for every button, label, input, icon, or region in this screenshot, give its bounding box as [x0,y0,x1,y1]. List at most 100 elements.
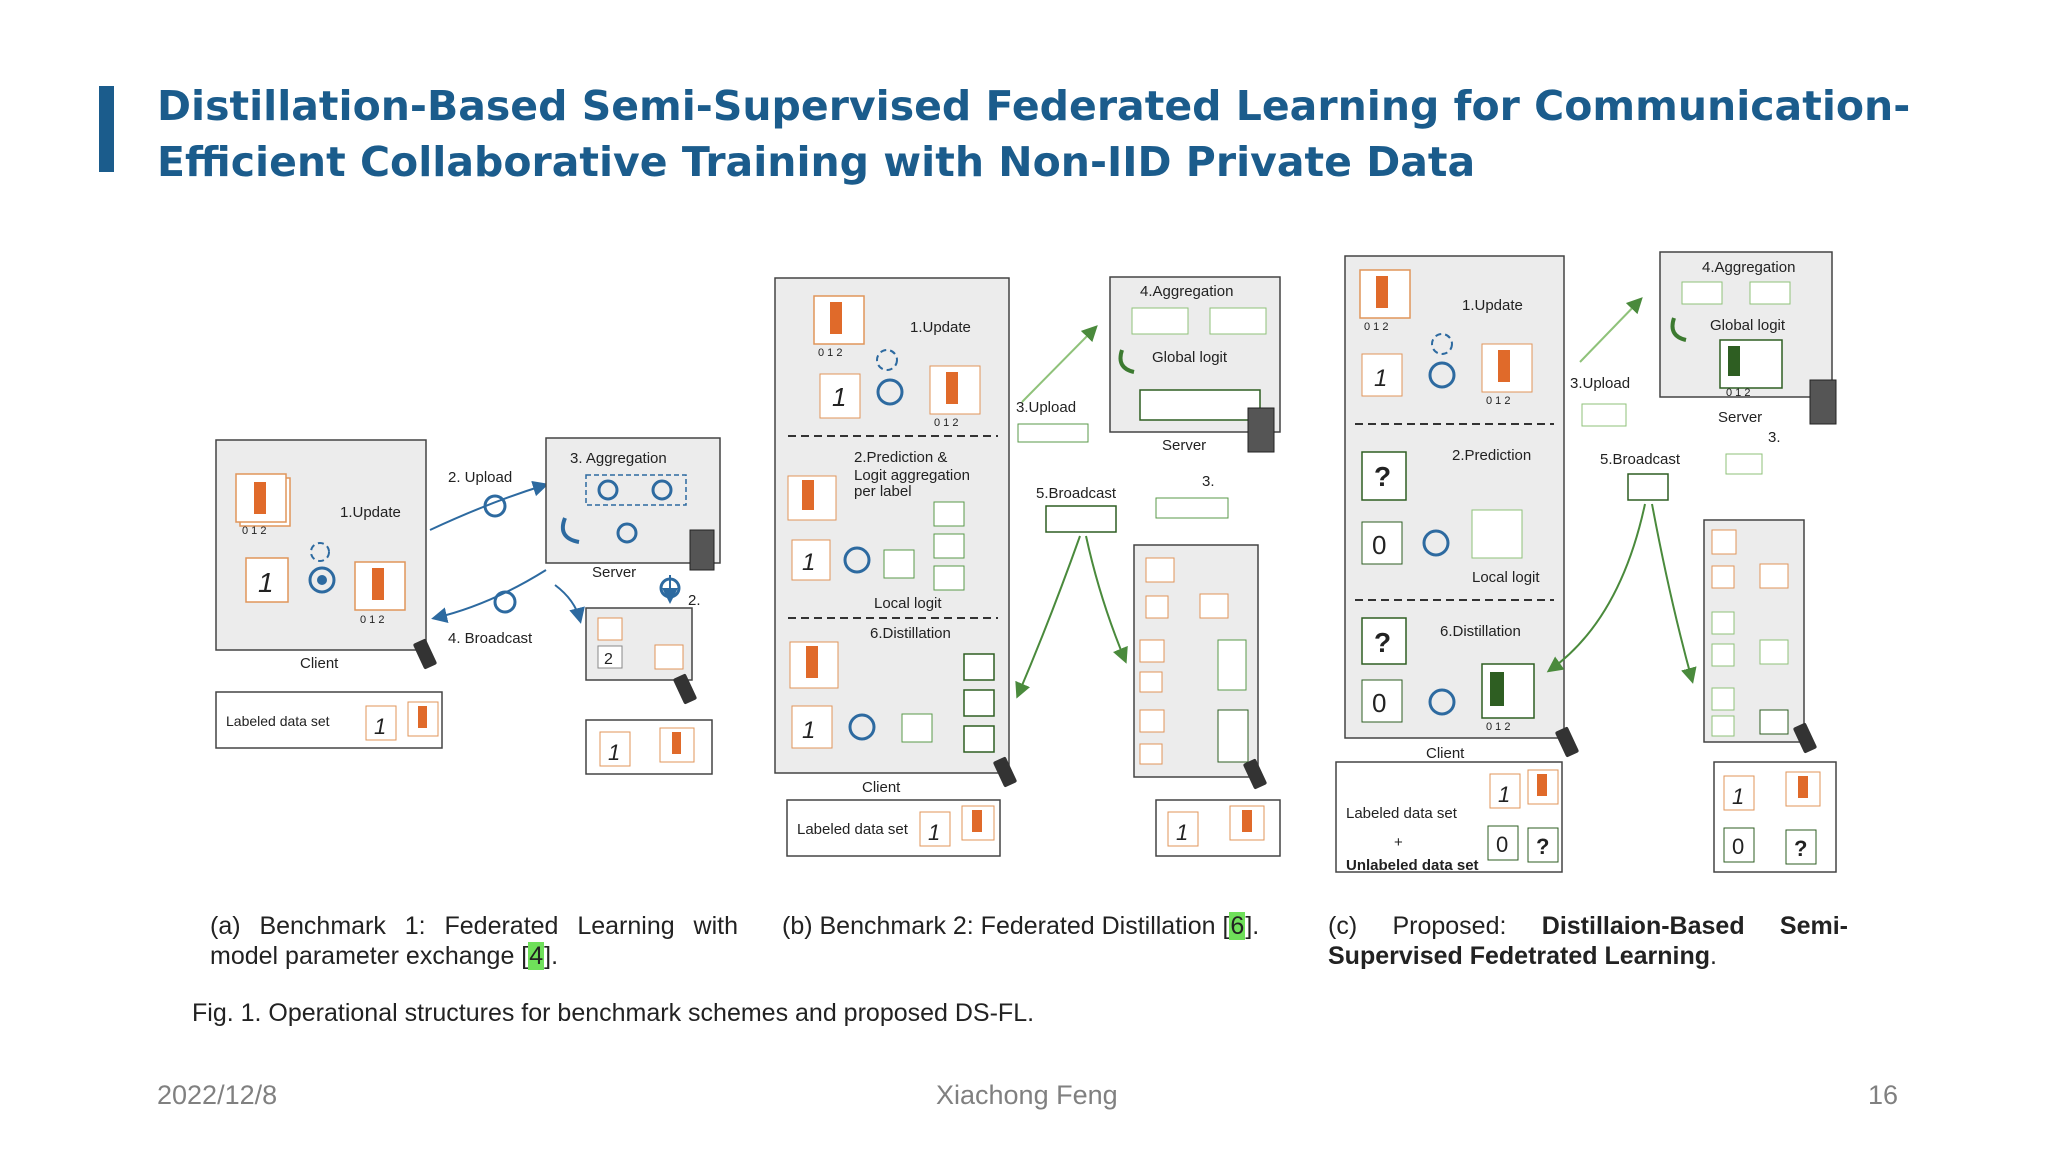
histogram-bar [254,482,266,514]
panel-b-local-logit-label: Local logit [874,595,942,612]
panel-a-broadcast-label: 4. Broadcast [448,630,533,647]
question-card: ? [1536,834,1549,859]
caption-b-ref: 6 [1229,912,1246,940]
histogram-ticks: 0 1 2 [818,347,842,359]
panel-c-distillation-label: 6.Distillation [1440,623,1521,640]
caption-c: (c) Proposed: Distillaion-Based Semi-Sup… [1328,911,1848,971]
histogram-ticks: 0 1 2 [1486,721,1510,733]
digit-card: 1 [258,567,274,598]
digit-card: 0 [1732,834,1744,859]
digit-card: 1 [1176,820,1188,845]
digit-card: 1 [832,382,846,412]
panel-b: 0 1 2 1.Update 1 0 1 2 2.Prediction & Lo… [774,276,1281,857]
panel-c-global-logit-label: Global logit [1710,317,1786,334]
digit-card: 1 [608,740,620,765]
slide-title-line1: Distillation-Based Semi-Supervised Feder… [157,82,1911,130]
digit-card: 0 [1372,688,1386,718]
panel-c-broadcast-label: 5.Broadcast [1600,451,1681,468]
server-rack-icon [1809,379,1837,425]
model-upload-icon [483,494,507,518]
panel-b-distillation-label: 6.Distillation [870,625,951,642]
mobile-phone-icon [993,757,1017,787]
panel-b-prediction-line1: 2.Prediction & [854,449,947,466]
figure-caption: Fig. 1. Operational structures for bench… [192,999,1035,1027]
panel-c-labeled-box [1335,761,1563,873]
caption-a-ref: 4 [528,942,545,970]
caption-a-text: (a) Benchmark 1: Federated Learning with… [210,912,738,970]
digit-card: 1 [802,717,815,744]
panel-a-aggregation-label: 3. Aggregation [570,450,667,467]
panel-c-plus-label: + [1394,834,1403,851]
caption-b: (b) Benchmark 2: Federated Distillation … [782,911,1302,941]
panel-c: 0 1 2 1.Update 1 0 1 2 2.Prediction ? 0 … [1335,251,1837,874]
footer-page-number: 16 [1868,1080,1899,1110]
panel-a-client-label: Client [300,655,339,672]
panel-b-aggregation-label: 4.Aggregation [1140,283,1233,300]
digit-card: 0 [1372,530,1386,560]
question-card: ? [1794,836,1807,861]
caption-c-end: . [1710,942,1717,970]
digit-card: 2 [604,651,613,668]
digit-card: 1 [1732,784,1744,809]
panel-b-prediction-line2: Logit aggregation [854,467,970,484]
panel-a-server-label: Server [592,564,636,581]
panel-a: 0 1 2 1.Update 1 0 1 2 Client 2. Upload … [215,437,721,775]
panel-a-client-box [215,439,427,651]
slide-title: Distillation-Based Semi-Supervised Feder… [157,78,2007,190]
title-accent-bar [99,86,114,172]
histogram-ticks: 0 1 2 [1726,387,1750,399]
panel-b-global-logit-label: Global logit [1152,349,1228,366]
histogram-ticks: 0 1 2 [242,525,266,537]
histogram-ticks: 0 1 2 [360,614,384,626]
footer-author: Xiachong Feng [936,1080,1118,1110]
panel-c-aggregation-label: 4.Aggregation [1702,259,1795,276]
panel-b-labeled-label: Labeled data set [797,821,909,838]
mobile-phone-icon [413,639,437,669]
mobile-phone-icon [1243,759,1267,789]
footer-date: 2022/12/8 [157,1080,278,1110]
panel-c-unlabeled-label: Unlabeled data set [1346,857,1479,874]
question-card: ? [1374,461,1391,492]
panel-c-server-box [1659,251,1833,398]
panel-b-prediction-line3: per label [854,483,912,500]
caption-a-end: ]. [544,942,559,970]
panel-b-broadcast-label: 5.Broadcast [1036,485,1117,502]
sync-icon [310,542,330,562]
panel-c-step3-label: 3. [1768,429,1781,446]
panel-a-labeled-label: Labeled data set [226,713,330,729]
panel-c-client-label: Client [1426,745,1465,762]
server-rack-icon [689,529,715,571]
panel-c-local-logit-label: Local logit [1472,569,1540,586]
panel-b-step3-label: 3. [1202,473,1215,490]
caption-b-end: ]. [1245,912,1260,940]
panel-c-update-label: 1.Update [1462,297,1523,314]
panel-c-prediction-label: 2.Prediction [1452,447,1531,464]
histogram-ticks: 0 1 2 [934,417,958,429]
mobile-phone-icon [1555,727,1579,757]
digit-card: 1 [374,714,386,739]
panel-c-server-label: Server [1718,409,1762,426]
server-rack-icon [1247,407,1275,453]
digit-card: 1 [928,820,940,845]
panel-b-client-label: Client [862,779,901,796]
mobile-phone-icon [1793,723,1817,753]
panel-b-upload-label: 3.Upload [1016,399,1076,416]
digit-card: 1 [802,549,815,576]
caption-a: (a) Benchmark 1: Federated Learning with… [210,911,738,971]
panel-b-update-label: 1.Update [910,319,971,336]
digit-card: 0 [1496,832,1508,857]
ds-fl-figure: 0 1 2 1.Update 1 0 1 2 Client 2. Upload … [215,251,1837,874]
digit-card: 1 [1374,365,1387,392]
panel-a-step2-label: 2. [688,592,701,609]
panel-b-server-label: Server [1162,437,1206,454]
panel-a-labeled-box [215,691,443,749]
caption-c-text: (c) Proposed: [1328,912,1542,940]
digit-card: 1 [1498,782,1510,807]
histogram-ticks: 0 1 2 [1486,395,1510,407]
question-card: ? [1374,627,1391,658]
panel-c-labeled-label: Labeled data set [1346,805,1458,822]
panel-a-update-label: 1.Update [340,504,401,521]
caption-c-bold: Distillaion-Based Semi-Supervised Fedetr… [1328,912,1848,970]
caption-b-text: (b) Benchmark 2: Federated Distillation … [782,912,1230,940]
slide-title-line2: Efficient Collaborative Training with No… [157,138,1476,186]
